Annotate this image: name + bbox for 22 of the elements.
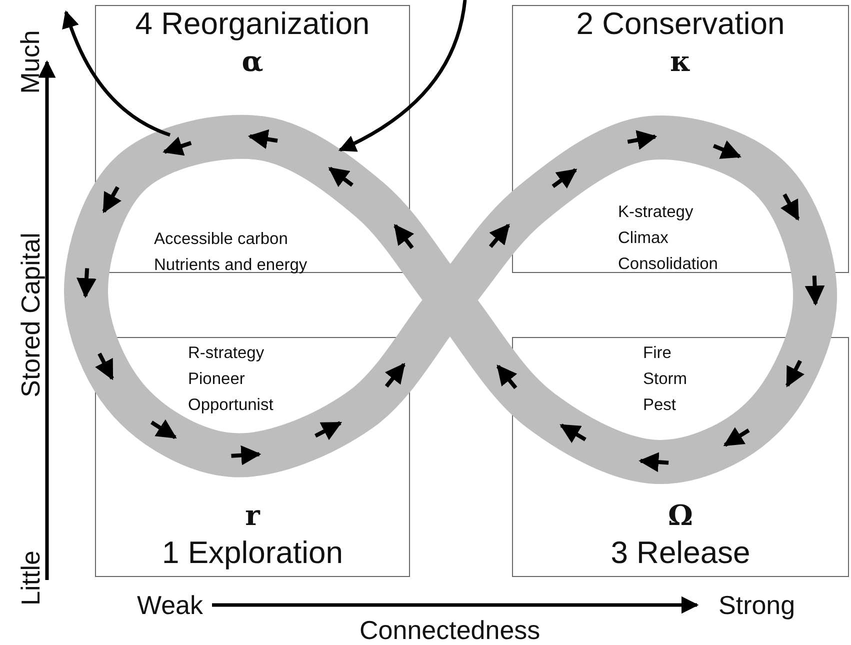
axis-title: Stored Capital: [14, 232, 45, 398]
quadrant-title: 1 Exploration: [161, 536, 344, 570]
quadrant-title: 2 Conservation: [575, 7, 786, 41]
quadrant-title: 3 Release: [610, 536, 752, 570]
quadrant-box: [512, 5, 849, 273]
axis-label: Weak: [137, 590, 203, 620]
axis-label: Much: [14, 30, 45, 94]
quadrant-box: [95, 337, 410, 577]
quadrant-box: [512, 337, 849, 577]
description-text: Fire Storm Pest: [643, 343, 688, 416]
greek-symbol: κ: [669, 46, 692, 78]
greek-symbol: α: [240, 46, 264, 78]
greek-symbol: r: [244, 500, 262, 532]
quadrant-title: 4 Reorganization: [134, 7, 371, 41]
quadrant-box: [95, 5, 410, 273]
greek-symbol: Ω: [667, 500, 694, 532]
axis-title: Connectedness: [360, 615, 540, 645]
description-text: R-strategy Pioneer Opportunist: [188, 343, 274, 416]
description-text: K-strategy Climax Consolidation: [618, 202, 719, 275]
axis-label: Strong: [718, 590, 796, 620]
axis-label: Little: [14, 550, 45, 606]
description-text: Accessible carbon Nutrients and energy: [154, 229, 308, 276]
